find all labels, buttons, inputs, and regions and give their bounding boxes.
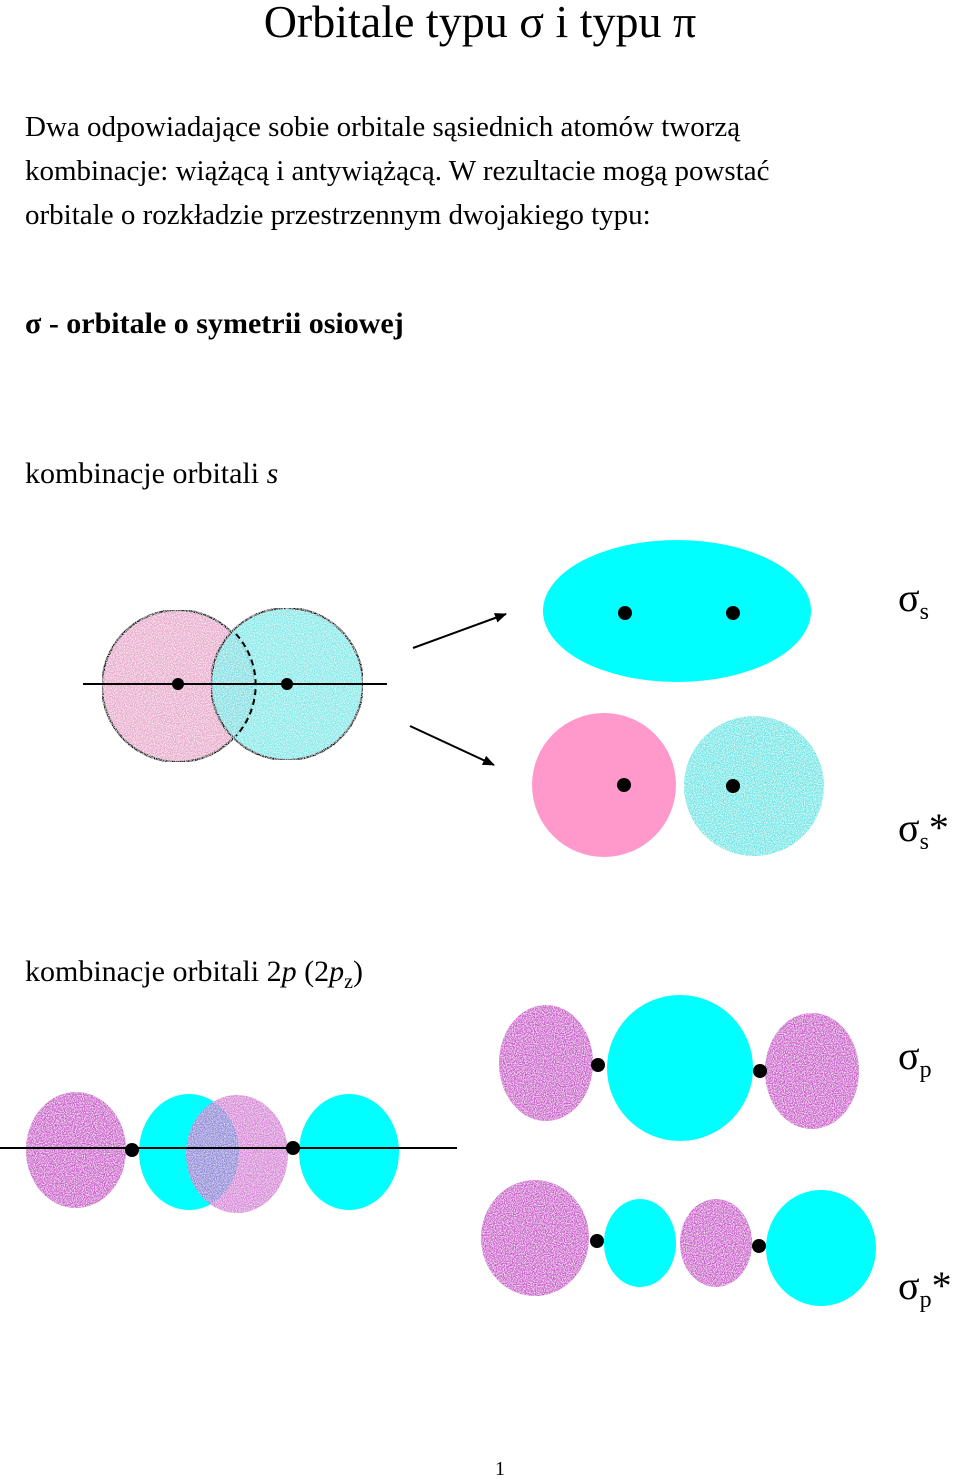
sigma-s-star-nucleus-b [726, 779, 740, 793]
label-sigma-s-star-asterisk: * [928, 805, 949, 850]
p-section-text: kombinacje orbitali 2 [25, 955, 282, 988]
sigma-p-outer-lobe-left [499, 1005, 593, 1121]
page-number: 1 [495, 1458, 505, 1480]
label-sigma-p-symbol: σ [898, 1033, 920, 1078]
sigma-s-orbital [543, 540, 811, 682]
s-nucleus-a [172, 678, 184, 690]
sigma-s-star-pink-lobe [532, 713, 676, 857]
sigma-s-star-cyan-lobe [684, 716, 824, 856]
p-nucleus-a [125, 1143, 139, 1157]
s-section-text: kombinacje orbitali [25, 457, 267, 490]
sigma-p-star-orbital [481, 1180, 876, 1306]
p-orbital-overlap [0, 1092, 457, 1213]
sigma-p-outer-lobe-right [765, 1013, 859, 1129]
arrow-down [409, 725, 495, 766]
label-sigma-s-symbol: σ [898, 575, 920, 620]
p-section-p2: p [329, 955, 345, 988]
p-nucleus-b [286, 1141, 300, 1155]
intro-line-2: kombinacje: wiążącą i antywiążącą. W rez… [25, 155, 770, 187]
s-orbital-overlap [83, 607, 387, 763]
label-sigma-p-star-symbol: σ [898, 1263, 920, 1308]
label-sigma-p: σp [898, 1034, 932, 1092]
sigma-p-star-lobe-1 [481, 1180, 589, 1296]
s-section-heading: kombinacje orbitali s [25, 452, 278, 496]
p-section-open: (2 [296, 955, 330, 988]
sigma-s-star-orbital [532, 713, 824, 857]
label-sigma-s-star-symbol: σ [898, 805, 920, 850]
p-lobe-4 [299, 1094, 399, 1210]
intro-paragraph: Dwa odpowiadające sobie orbitale sąsiedn… [25, 105, 955, 237]
sigma-p-star-nucleus-b [752, 1239, 766, 1253]
page-title: Orbitale typu σ i typu π [263, 0, 697, 47]
p-lobe-1 [26, 1092, 126, 1208]
sigma-p-orbital [499, 995, 859, 1141]
label-sigma-s-sub: s [919, 599, 929, 625]
intro-line-3: orbitale o rozkładzie przestrzennym dwoj… [25, 199, 651, 231]
p-section-heading: kombinacje orbitali 2p (2pz) [25, 950, 363, 1004]
sigma-s-nucleus-b [726, 606, 740, 620]
s-nucleus-b [281, 678, 293, 690]
s-section-italic: s [266, 457, 279, 490]
sigma-p-star-lobe-3 [680, 1199, 752, 1287]
sigma-p-nucleus-b [753, 1064, 767, 1078]
label-sigma-p-star-asterisk: * [931, 1263, 952, 1308]
label-sigma-p-sub: p [919, 1057, 932, 1083]
sigma-p-star-nucleus-a [590, 1234, 604, 1248]
sigma-p-nucleus-a [591, 1058, 605, 1072]
p-section-p: p [281, 955, 297, 988]
sigma-s-nucleus-a [618, 606, 632, 620]
label-sigma-s-star: σs* [898, 806, 949, 864]
sigma-s-ellipse [543, 540, 811, 682]
label-sigma-s-star-sub: s [919, 829, 929, 855]
sigma-p-central-lobe [607, 995, 753, 1141]
sigma-p-star-lobe-2 [604, 1199, 676, 1287]
intro-line-1: Dwa odpowiadające sobie orbitale sąsiedn… [25, 111, 741, 143]
sigma-heading: σ - orbitale o symetrii osiowej [25, 307, 404, 340]
p-section-z: z [344, 971, 353, 993]
label-sigma-p-star-sub: p [919, 1287, 932, 1313]
arrow-up [412, 613, 507, 649]
p-lobe-3 [186, 1095, 288, 1213]
sigma-s-star-nucleus-a [617, 778, 631, 792]
label-sigma-p-star: σp* [898, 1264, 952, 1322]
sigma-p-star-lobe-4 [766, 1190, 876, 1306]
p-section-close: ) [353, 955, 363, 988]
label-sigma-s: σs [898, 576, 929, 634]
